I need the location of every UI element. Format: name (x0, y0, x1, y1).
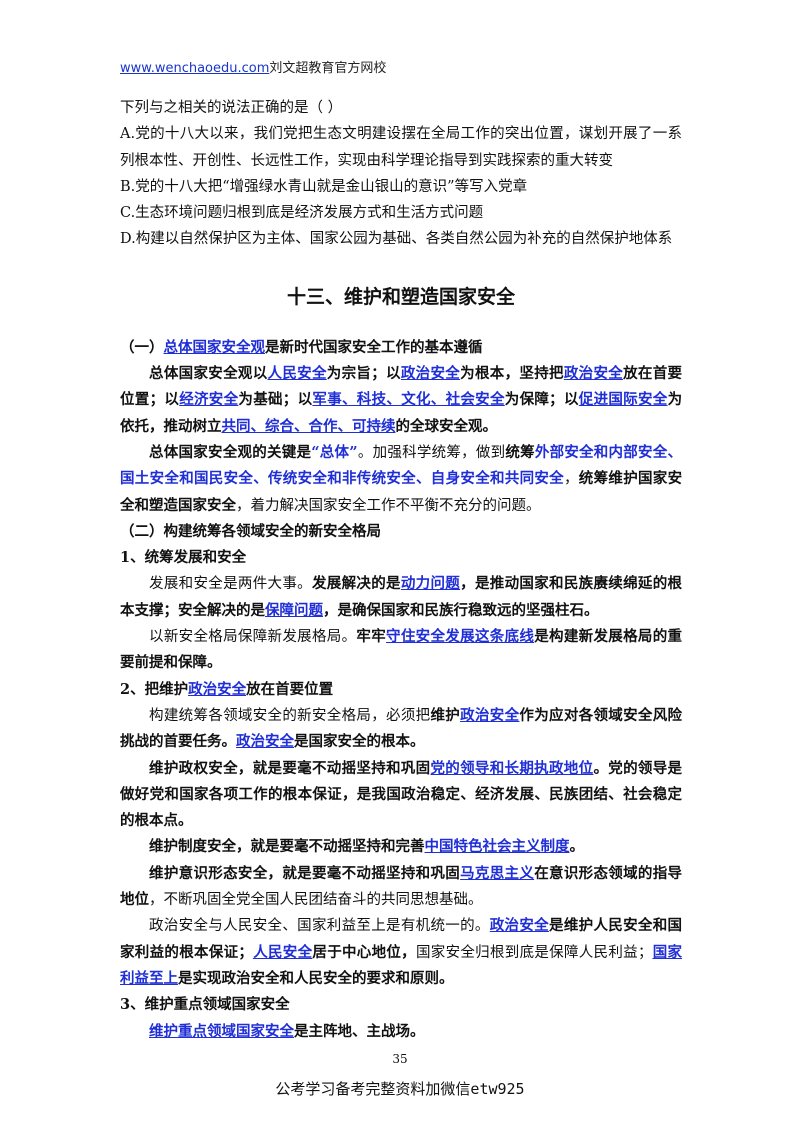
keyword: 外部安全和内部安全 (534, 443, 668, 461)
text-run: 总体国家安全观的关键是 (149, 443, 312, 461)
text-run: 是国家安全的根本。 (294, 733, 425, 751)
text-run: 维护制度安全，就是要毫不动摇坚持和完善 (149, 838, 425, 856)
site-name: 刘文超教育官方网校 (269, 61, 387, 76)
option-b: B.党的十八大把“增强绿水青山就是金山银山的意识”等写入党章 (120, 178, 528, 195)
keyword: 国家利益至上 (120, 943, 683, 987)
page-header: www.wenchaoedu.com刘文超教育官方网校 (120, 57, 386, 76)
text-run: 总体国家安全观以 (149, 365, 268, 383)
keyword: 党的领导和长期执政地位 (430, 759, 594, 777)
text-run: 为宗旨；以 (326, 365, 401, 383)
text-run: 在意识形态领域的指导地位 (120, 864, 683, 909)
question-stem: 下列与之相关的说法正确的是（ ） (120, 100, 343, 116)
option-c: C.生态环境问题归根到底是经济发展方式和生活方式问题 (120, 205, 484, 222)
sub2-title: 2、把维护政治安全放在首要位置 (120, 677, 682, 703)
keyword: 中国特色社会主义制度 (424, 838, 570, 856)
text-run: ，是推动国家和民族赓续绵延的根本支撑；安全解决的是 (120, 575, 683, 619)
text-run: 为基础；以 (238, 391, 313, 409)
keyword: 政治安全 (236, 733, 294, 751)
keyword: 政治安全 (188, 680, 247, 698)
sub2-paragraph-4: 维护意识形态安全，就是要毫不动摇坚持和巩固马克思主义在意识形态领域的指导地位，不… (120, 861, 682, 914)
text-run: 为根本，坚持把 (460, 365, 564, 383)
sub2-paragraph-3: 维护制度安全，就是要毫不动摇坚持和完善中国特色社会主义制度。 (120, 834, 682, 860)
sub2-paragraph-1: 构建统筹各领域安全的新安全格局，必须把维护政治安全作为应对各领域安全风险挑战的首… (120, 703, 682, 756)
text-run: 。 (569, 838, 585, 856)
text-run: 发展解决的是 (311, 575, 401, 593)
text-run: 统筹 (505, 443, 535, 461)
keyword: 促进国际安全 (578, 391, 668, 409)
text-run: 维护政权安全，就是要毫不动摇坚持和巩固 (149, 759, 431, 777)
text-run: 统筹维护国家安全和塑造国家安全 (120, 470, 683, 514)
sub3-title: 3、维护重点领域国家安全 (120, 996, 290, 1014)
option-a: A.党的十八大以来，我们党把生态文明建设摆在全局工作的突出位置，谋划开展了一系列… (120, 126, 682, 169)
text-run: 是主阵地、主战场。 (294, 1022, 425, 1040)
keyword: 政治安全 (563, 365, 624, 383)
text-run: 为依托，推动树立 (120, 391, 683, 435)
sub1-title: 1、统筹发展和安全 (120, 549, 247, 567)
text-run: 是构建新发展格局的重要前提和保障。 (120, 628, 683, 672)
keyword: 自身安全和共同安全 (430, 470, 564, 488)
text-run: 、 (253, 470, 268, 488)
part1-paragraph-2: 总体国家安全观的关键是“总体”。加强科学统筹，做到统筹外部安全和内部安全、国土安… (120, 440, 682, 519)
sub2-paragraph-5: 政治安全与人民安全、国家利益至上是有机统一的。政治安全是维护人民安全和国家利益的… (120, 913, 682, 992)
keyword: 政治安全 (460, 706, 520, 724)
text-run: 。加强科学统筹，做到 (357, 444, 506, 461)
keyword: 共同、综合、合作、可持续 (221, 417, 396, 435)
keyword: 保障问题 (265, 601, 323, 619)
text-run: 放在首要位置；以 (120, 365, 683, 409)
keyword: 马克思主义 (460, 864, 535, 882)
text-run: 的全球安全观。 (395, 417, 498, 435)
part1-heading-rest: 是新时代国家安全工作的基本遵循 (265, 338, 483, 356)
footer-note: 公考学习备考完整资料加微信etw925 (275, 1080, 525, 1098)
text-run: 、 (415, 470, 431, 488)
text-run: ，着力解决国家安全工作不平衡不充分的问题。 (236, 497, 541, 514)
keyword: 人民安全 (252, 943, 313, 961)
text-run: ，是确保国家和民族行稳致远的坚强柱石。 (323, 601, 599, 619)
text-run: 、 (667, 443, 683, 461)
text-run: 为保障；以 (504, 391, 579, 409)
text-run: 居于中心地位， (312, 943, 416, 961)
sub2-paragraph-2: 维护政权安全，就是要毫不动摇坚持和巩固党的领导和长期执政地位。党的领导是做好党和… (120, 756, 682, 835)
text-run: 是维护人民安全和国家利益的根本保证； (120, 917, 683, 961)
text-run: ， (563, 471, 579, 488)
keyword: 传统安全和非传统安全 (268, 470, 416, 488)
text-run: 维护 (430, 706, 461, 724)
keyword: 守住安全发展这条底线 (386, 628, 535, 646)
text-run: 是实现政治安全和人民安全的要求和原则。 (178, 969, 454, 987)
text-run: 以新安全格局保障新发展格局。 (149, 629, 357, 646)
text-run: 放在首要位置 (246, 680, 334, 698)
page-number: 35 (392, 1052, 408, 1066)
website-link[interactable]: www.wenchaoedu.com (120, 61, 270, 76)
text-run: 2、把维护 (120, 680, 189, 698)
option-d: D.构建以自然保护区为主体、国家公园为基础、各类自然公园为补充的自然保护地体系 (120, 231, 673, 248)
keyword: “总体” (311, 443, 358, 461)
text-run: 。党的领导是做好党和国家各项工作的根本保证，是我国政治稳定、经济发展、民族团结、… (120, 759, 683, 830)
keyword: 军事、科技、文化、社会安全 (312, 391, 505, 409)
keyword: 人民安全 (267, 365, 327, 383)
keyword: 经济安全 (179, 391, 239, 409)
text-run: 作为应对各领域安全风险挑战的首要任务。 (120, 706, 683, 751)
part1-heading-key: 总体国家安全观 (163, 338, 266, 356)
text-run: 政治安全与人民安全、国家利益至上是有机统一的。 (149, 918, 490, 935)
part1-heading: （一）总体国家安全观是新时代国家安全工作的基本遵循 (120, 335, 682, 361)
text-run: 国家安全归根到底是保障人民利益； (415, 944, 653, 961)
sub1-paragraph-2: 以新安全格局保障新发展格局。牢牢守住安全发展这条底线是构建新发展格局的重要前提和… (120, 624, 682, 677)
keyword: 政治安全 (489, 917, 549, 935)
keyword: 动力问题 (400, 575, 461, 593)
text-run: 发展和安全是两件大事。 (149, 576, 312, 593)
text-run: 构建统筹各领域安全的新安全格局，必须把 (149, 707, 431, 724)
sub1-paragraph-1: 发展和安全是两件大事。发展解决的是动力问题，是推动国家和民族赓续绵延的根本支撑；… (120, 571, 682, 624)
part1-paragraph-1: 总体国家安全观以人民安全为宗旨；以政治安全为根本，坚持把政治安全放在首要位置；以… (120, 361, 682, 440)
document-body: 下列与之相关的说法正确的是（ ） A.党的十八大以来，我们党把生态文明建设摆在全… (120, 95, 682, 1045)
keyword: 维护重点领域国家安全 (149, 1022, 294, 1040)
text-run: 维护意识形态安全，就是要毫不动摇坚持和巩固 (149, 864, 461, 882)
keyword: 国土安全和国民安全 (120, 470, 254, 488)
keyword: 政治安全 (400, 365, 461, 383)
text-run: ，不断巩固全党全国人民团结奋斗的共同思想基础。 (149, 892, 483, 909)
text-run: 牢牢 (356, 628, 387, 646)
section-title: 十三、维护和塑造国家安全 (286, 285, 515, 308)
part2-heading: （二）构建统筹各领域安全的新安全格局 (120, 522, 381, 540)
part1-heading-prefix: （一） (120, 338, 164, 356)
sub3-paragraph-1: 维护重点领域国家安全是主阵地、主战场。 (120, 1019, 682, 1045)
